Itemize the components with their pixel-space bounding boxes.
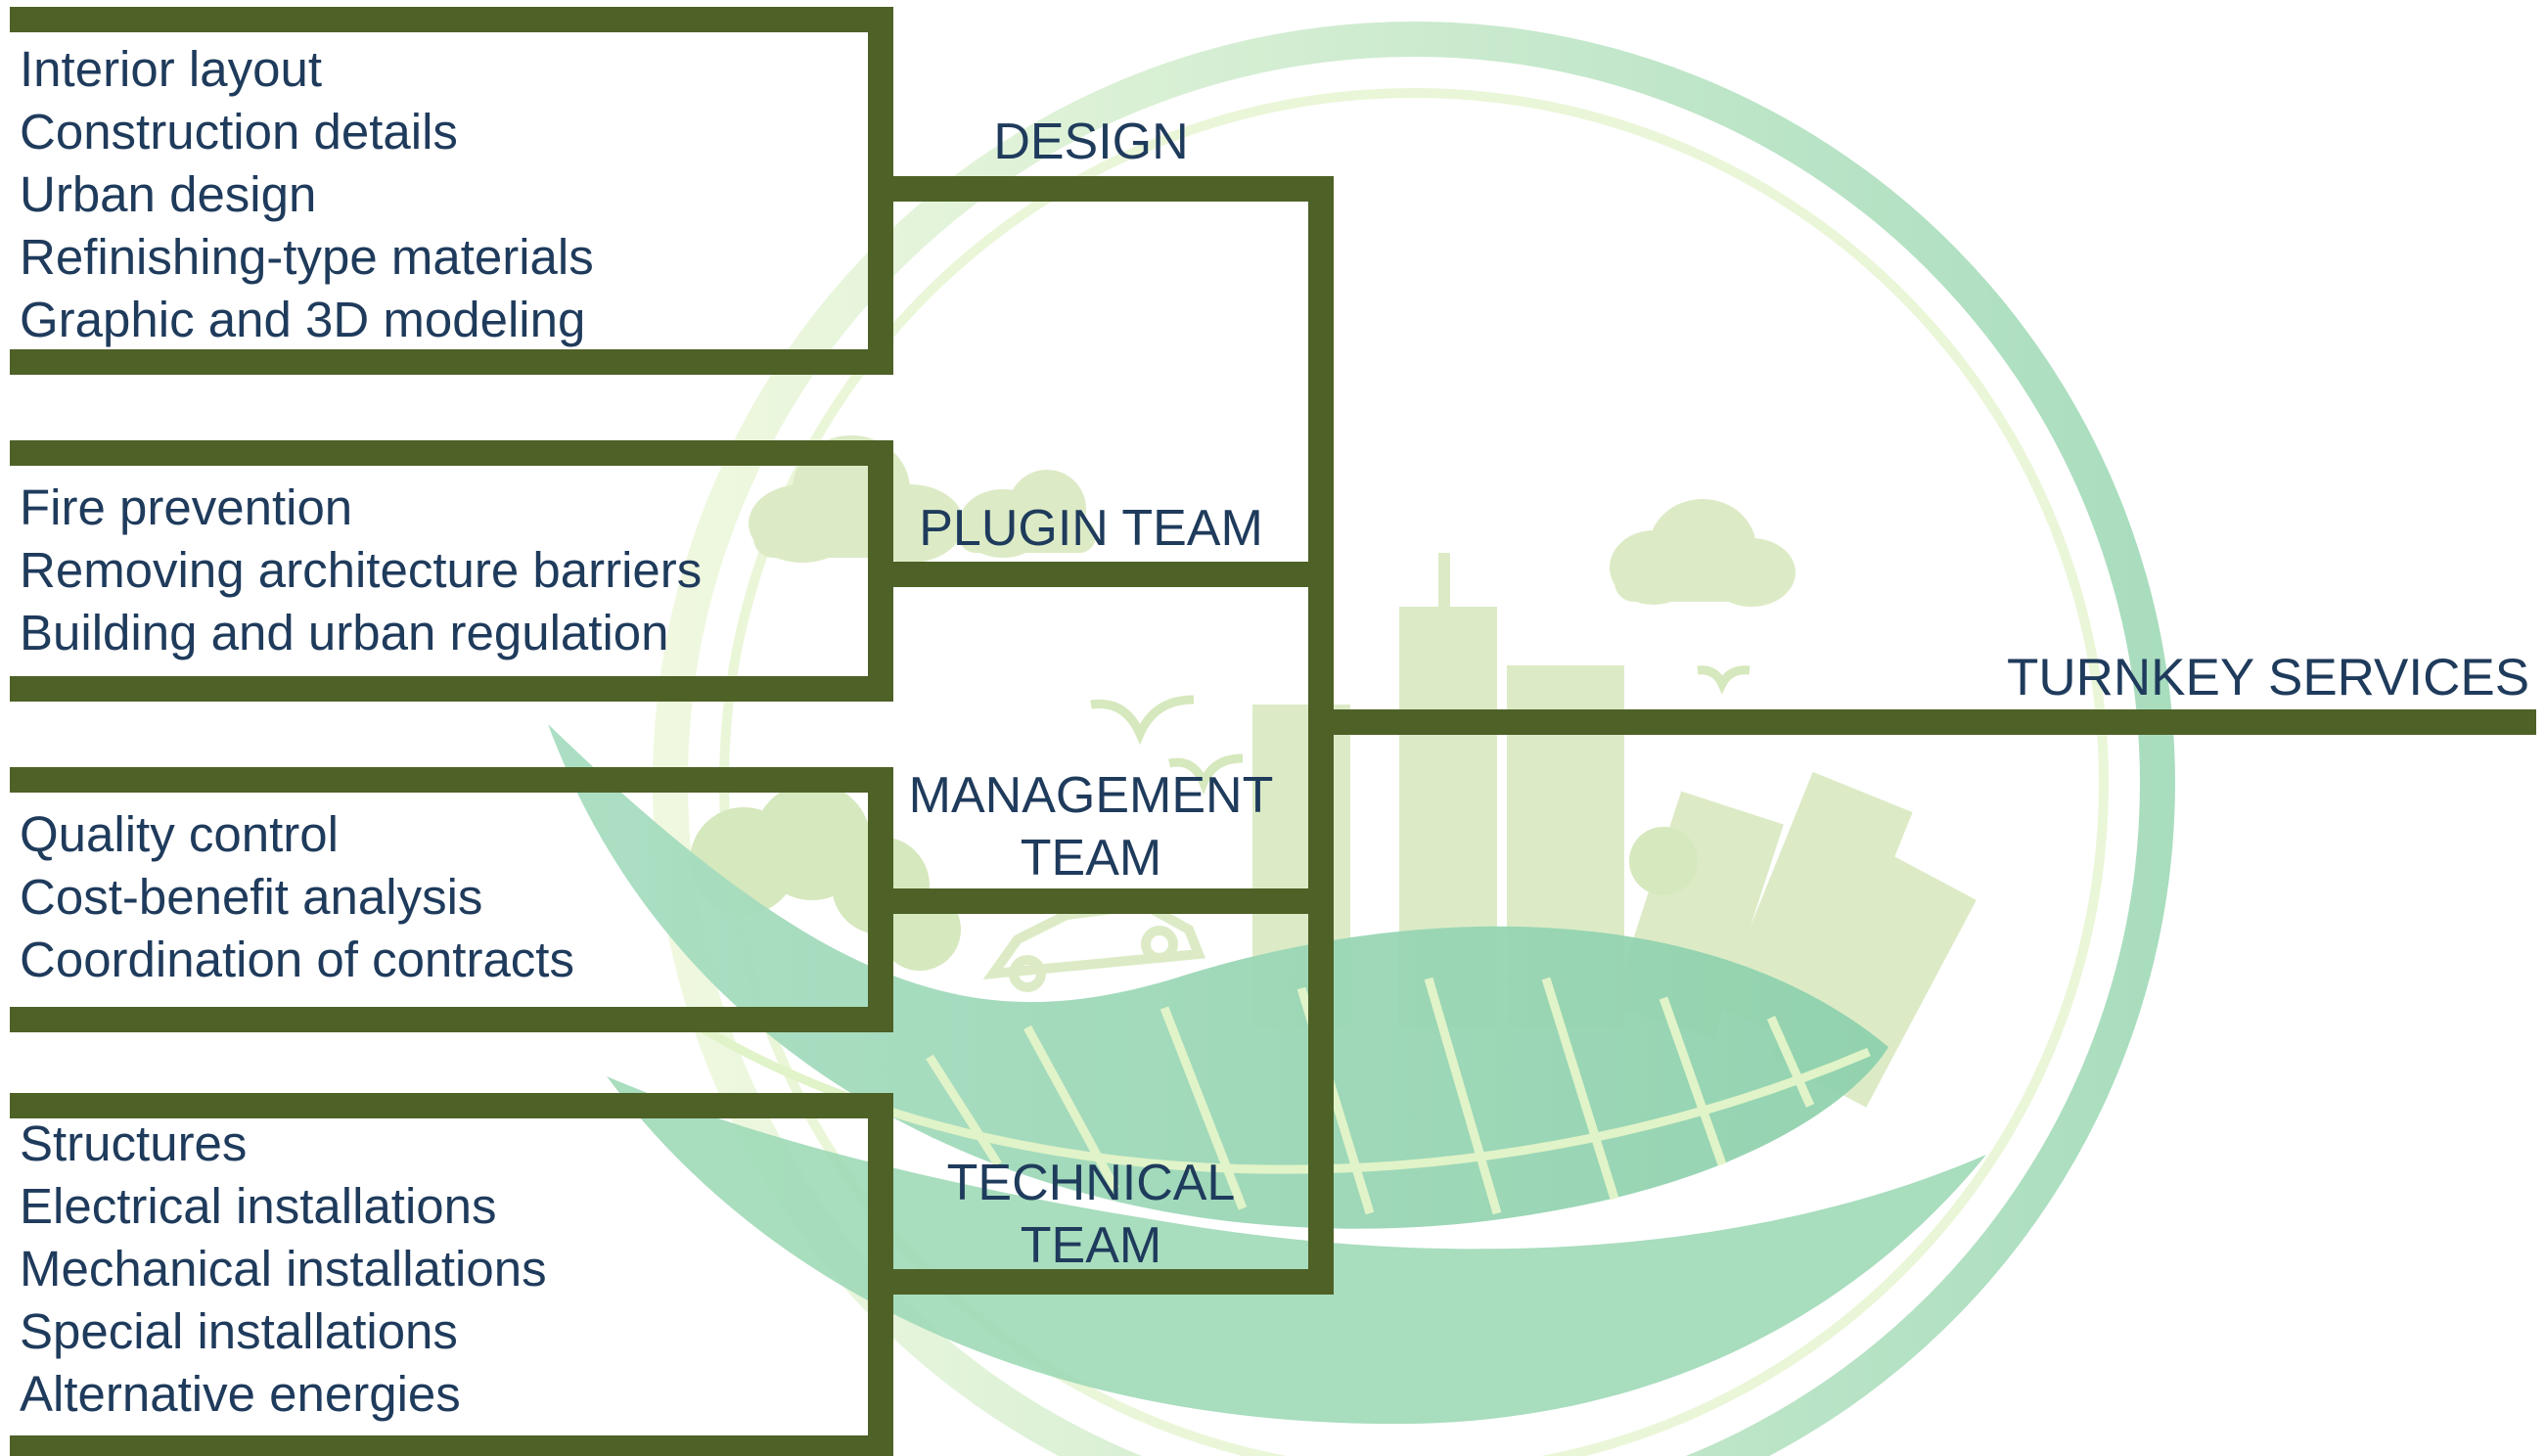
item-label: Coordination of contracts xyxy=(20,932,574,987)
team-label: TEAM xyxy=(1021,1217,1161,1274)
team-label: TEAM xyxy=(1021,830,1161,887)
team-label: TECHNICAL xyxy=(947,1155,1236,1211)
output-label: TURNKEY SERVICES xyxy=(2007,649,2529,706)
birds xyxy=(1090,665,1750,796)
item-label: Electrical installations xyxy=(20,1178,497,1234)
leaf-veins xyxy=(682,977,1871,1215)
item-label: Quality control xyxy=(20,806,339,862)
item-label: Alternative energies xyxy=(20,1366,461,1422)
item-label: Construction details xyxy=(20,104,458,159)
item-label: Mechanical installations xyxy=(20,1241,547,1297)
item-label: Special installations xyxy=(20,1303,458,1359)
team-label: MANAGEMENT xyxy=(909,767,1274,824)
item-label: Fire prevention xyxy=(20,479,352,535)
cloud-mid xyxy=(959,470,1096,558)
item-label: Removing architecture barriers xyxy=(20,542,702,598)
item-label: Interior layout xyxy=(20,41,322,97)
leaf-hill-base xyxy=(607,1076,1986,1425)
item-label: Building and urban regulation xyxy=(20,605,669,660)
group-design: Interior layout Construction details Urb… xyxy=(20,41,1189,347)
group-technical-team: Structures Electrical installations Mech… xyxy=(20,1115,1235,1422)
group-plugin-team: Fire prevention Removing architecture ba… xyxy=(20,479,1263,660)
team-label: PLUGIN TEAM xyxy=(919,500,1263,557)
item-label: Structures xyxy=(20,1115,247,1171)
item-label: Cost-benefit analysis xyxy=(20,869,482,925)
team-connector xyxy=(881,888,1334,1295)
item-label: Refinishing-type materials xyxy=(20,229,594,285)
group-management-team: Quality control Cost-benefit analysis Co… xyxy=(20,767,1273,987)
item-label: Graphic and 3D modeling xyxy=(20,292,585,347)
team-label: DESIGN xyxy=(993,114,1188,170)
item-label: Urban design xyxy=(20,166,316,222)
cloud-right xyxy=(1610,499,1796,607)
